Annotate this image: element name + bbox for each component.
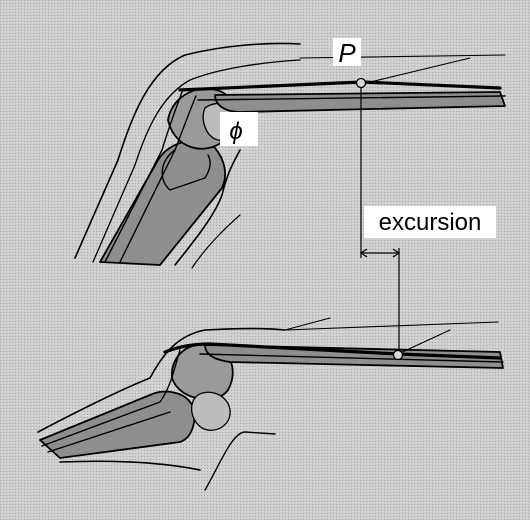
excursion-label: excursion (379, 209, 482, 236)
point-p-marker-extended (394, 351, 403, 360)
point-p-label: P (333, 38, 361, 68)
angle-phi-text: ϕ (229, 118, 242, 145)
point-p-text: P (338, 38, 356, 68)
extended-volar-plate (192, 392, 231, 430)
angle-phi-label: ϕ (220, 112, 258, 146)
point-p-marker (357, 79, 366, 88)
